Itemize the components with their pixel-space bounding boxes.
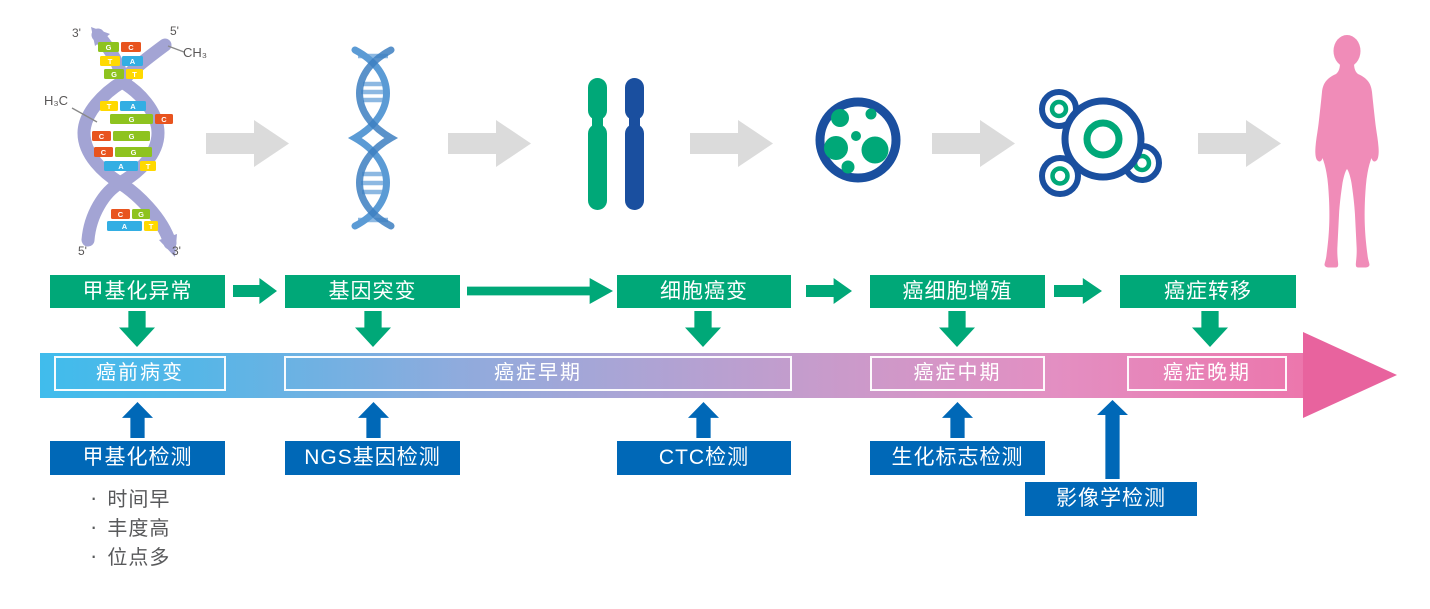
base-letter: G [111, 70, 117, 79]
base-G [104, 69, 124, 79]
feature-text: 时间早 [107, 489, 171, 511]
up-arrow-icon [358, 402, 389, 438]
base-G [110, 114, 153, 124]
base-letter: T [149, 222, 154, 231]
step-cell-canceration: 细胞癌变 [617, 275, 791, 308]
feature-text: 位点多 [107, 547, 171, 569]
down-arrow-icon [685, 311, 721, 347]
dna-3prime-bottom-label: 3' [172, 244, 181, 258]
base-C [92, 131, 111, 141]
base-T [100, 56, 120, 66]
feature-item: · 位点多 [90, 541, 170, 570]
detect-methylation: 甲基化检测 [50, 441, 225, 475]
base-letter: T [146, 162, 151, 171]
base-letter: A [118, 162, 124, 171]
dna-5prime-bottom-label: 5' [78, 244, 87, 258]
flow-arrow-icon [448, 120, 531, 167]
up-arrow-icon [942, 402, 973, 438]
cancer-cell-illustration [815, 97, 901, 183]
base-letter: G [129, 115, 135, 124]
h3c-label: H₃C [44, 93, 68, 108]
step-cancer-metastasis: 癌症转移 [1120, 275, 1296, 308]
down-arrow-icon [119, 311, 155, 347]
base-G [98, 42, 119, 52]
base-letter: A [122, 222, 128, 231]
base-A [120, 101, 146, 111]
step-methylation-abnormal: 甲基化异常 [50, 275, 225, 308]
feature-item: · 丰度高 [90, 512, 170, 541]
base-letter: T [107, 102, 112, 111]
base-A [107, 221, 142, 231]
dna-5prime-top-label: 5' [170, 24, 179, 38]
base-T [100, 101, 118, 111]
base-G [132, 209, 150, 219]
detect-biomarker: 生化标志检测 [870, 441, 1045, 475]
timeline-arrowhead-icon [1303, 332, 1397, 418]
detect-ngs: NGS基因检测 [285, 441, 460, 475]
strand-arrowhead [91, 27, 110, 46]
stage-late-cancer: 癌症晚期 [1127, 356, 1287, 391]
base-letter: T [132, 70, 137, 79]
detect-ctc: CTC检测 [617, 441, 791, 475]
up-arrow-icon [688, 402, 719, 438]
base-letter: C [99, 132, 105, 141]
up-arrow-icon [1097, 400, 1128, 479]
base-C [111, 209, 130, 219]
bullet-icon: · [90, 484, 99, 510]
bullet-icon: · [90, 513, 99, 539]
base-A [104, 161, 138, 171]
base-letter: G [129, 132, 135, 141]
base-T [126, 69, 143, 79]
step-gene-mutation: 基因突变 [285, 275, 460, 308]
base-G [113, 131, 150, 141]
base-letter: A [130, 57, 136, 66]
methylation-feature-list: · 时间早 · 丰度高 · 位点多 [90, 483, 170, 570]
dna-3prime-top-label: 3' [72, 26, 81, 40]
base-letter: C [161, 115, 167, 124]
base-C [121, 42, 141, 52]
base-C [94, 147, 113, 157]
ch3-label: CH₃ [183, 45, 207, 60]
base-letter: A [130, 102, 136, 111]
strand-arrowhead [159, 234, 177, 257]
base-G [115, 147, 152, 157]
base-letter: C [101, 148, 107, 157]
flow-arrow-icon [206, 120, 289, 167]
down-arrow-icon [355, 311, 391, 347]
base-letter: G [131, 148, 137, 157]
cell-cluster-illustration [1039, 89, 1162, 197]
detect-imaging: 影像学检测 [1025, 482, 1197, 516]
stage-early-cancer: 癌症早期 [284, 356, 792, 391]
dna-helix-illustration [347, 46, 399, 230]
flow-arrow-icon [932, 120, 1015, 167]
step-cancer-cell-proliferation: 癌细胞增殖 [870, 275, 1045, 308]
base-letter: C [128, 43, 134, 52]
base-letter: C [118, 210, 124, 219]
stage-mid-cancer: 癌症中期 [870, 356, 1045, 391]
chromosomes-illustration [588, 78, 644, 210]
base-A [122, 56, 143, 66]
base-letter: G [138, 210, 144, 219]
base-C [155, 114, 173, 124]
base-letter: G [106, 43, 112, 52]
base-letter: T [108, 57, 113, 66]
stage-precancerous: 癌前病变 [54, 356, 226, 391]
up-arrow-icon [122, 402, 153, 438]
down-arrow-icon [939, 311, 975, 347]
flow-arrow-icon [1198, 120, 1281, 167]
feature-text: 丰度高 [107, 518, 171, 540]
feature-item: · 时间早 [90, 483, 170, 512]
flow-arrow-icons [206, 120, 1281, 167]
base-T [144, 221, 158, 231]
bullet-icon: · [90, 542, 99, 568]
base-T [140, 161, 156, 171]
flow-arrow-icon [690, 120, 773, 167]
human-silhouette-illustration [1315, 35, 1379, 268]
down-arrow-icon [1192, 311, 1228, 347]
